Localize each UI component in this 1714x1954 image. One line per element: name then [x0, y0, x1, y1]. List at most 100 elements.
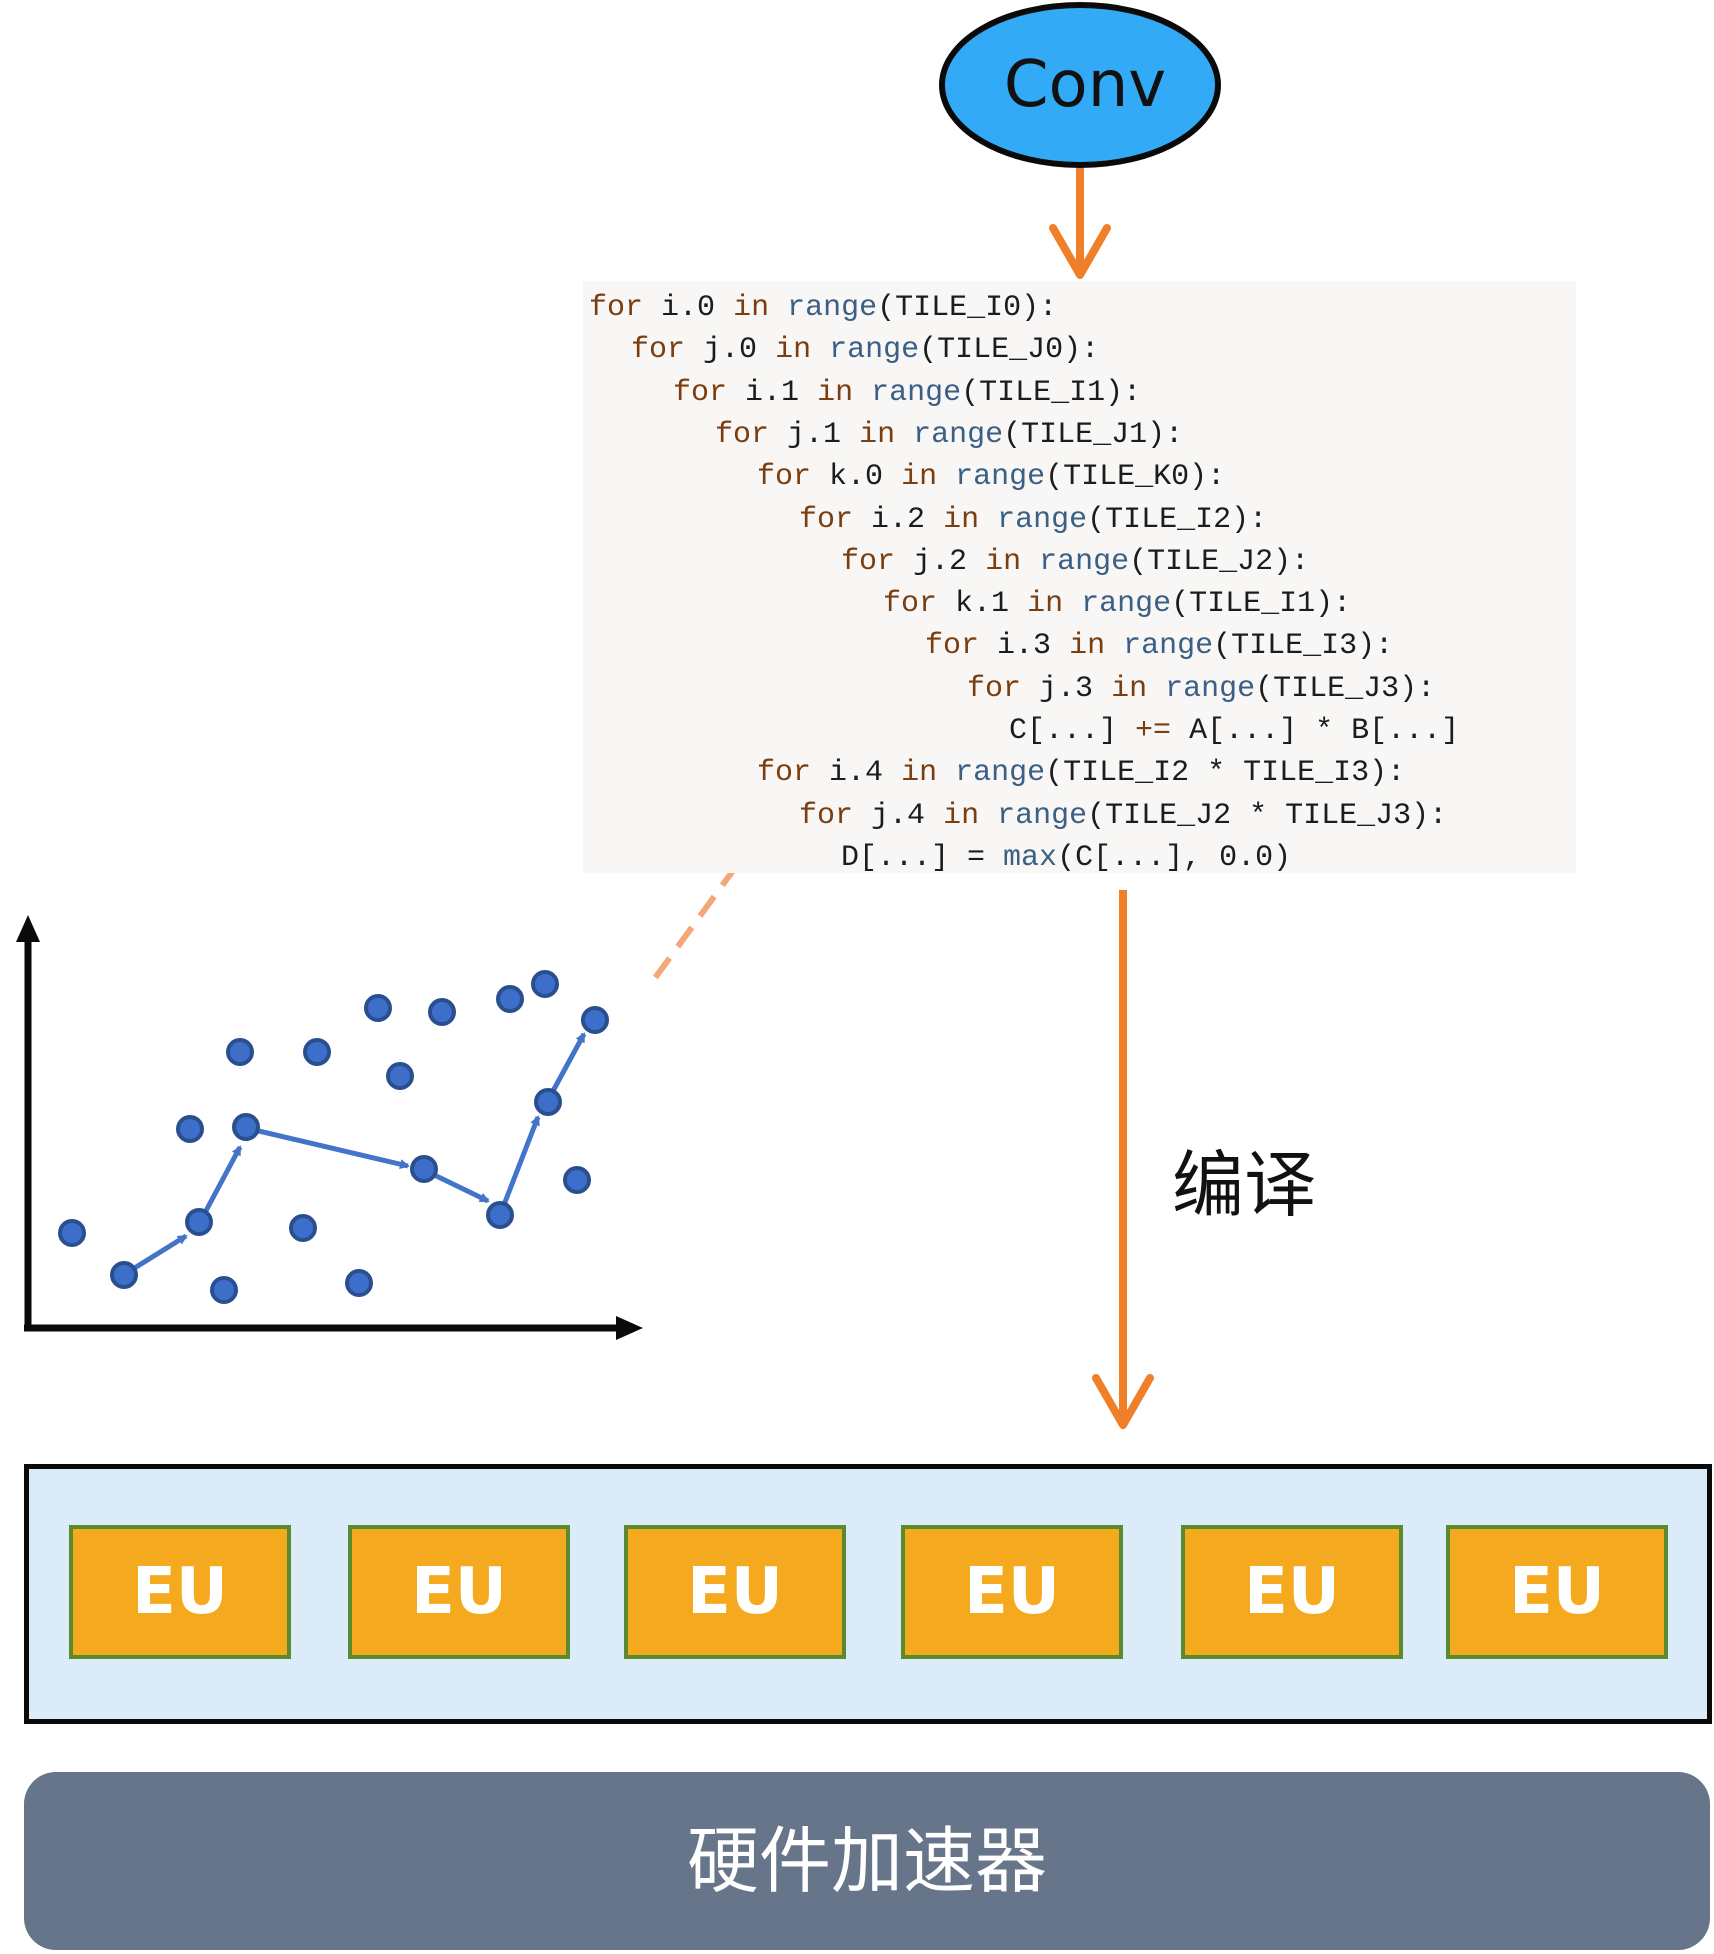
search-path	[123, 1032, 587, 1277]
sample-point	[531, 970, 559, 998]
code-token: for	[757, 756, 812, 791]
code-token: j.0	[703, 333, 758, 368]
code-token: (TILE_K0):	[1045, 460, 1226, 495]
code-token: j.3	[1039, 671, 1094, 706]
code-line: D[...] = max(C[...], 0.0)	[841, 837, 1291, 879]
code-token: in	[985, 544, 1022, 579]
code-line: for k.0 in range(TILE_K0):	[757, 456, 1225, 498]
code-token: in	[901, 460, 938, 495]
code-token: (C[...], 0.0)	[1057, 840, 1292, 875]
code-token: D[...] =	[841, 840, 986, 875]
code-token: for	[799, 798, 854, 833]
code-line: for i.3 in range(TILE_I3):	[925, 625, 1393, 667]
code-line: for k.1 in range(TILE_I1):	[883, 583, 1351, 625]
eu-unit: EU	[348, 1525, 570, 1659]
sample-point	[185, 1208, 213, 1236]
sample-point	[58, 1219, 86, 1247]
code-token: range	[1123, 629, 1214, 664]
code-token: j.2	[913, 544, 968, 579]
code-token: range	[913, 417, 1004, 452]
eu-unit: EU	[69, 1525, 291, 1659]
code-token: for	[715, 417, 770, 452]
code-token: k.1	[955, 587, 1010, 622]
code-token: in	[1069, 629, 1106, 664]
code-token: for	[883, 587, 938, 622]
code-token: max	[1003, 840, 1058, 875]
code-token: range	[787, 291, 878, 325]
code-token: range	[1081, 587, 1172, 622]
conv-node	[939, 2, 1221, 168]
eu-unit: EU	[624, 1525, 846, 1659]
code-token: A[...] * B[...]	[1189, 714, 1460, 748]
code-token: i.3	[997, 629, 1052, 664]
code-token: (TILE_J3):	[1255, 671, 1436, 706]
code-token: for	[589, 291, 644, 325]
sample-point	[226, 1038, 254, 1066]
code-token: for	[757, 460, 812, 495]
eu-unit: EU	[901, 1525, 1123, 1659]
arrow-conv-to-code	[1049, 168, 1111, 279]
code-token: in	[817, 375, 854, 410]
code-line: for i.0 in range(TILE_I0):	[589, 287, 1057, 329]
code-token: for	[967, 671, 1022, 706]
code-token: i.0	[661, 291, 716, 325]
code-token: (TILE_I3):	[1213, 629, 1394, 664]
sample-point	[496, 985, 524, 1013]
sample-point	[534, 1088, 562, 1116]
eu-unit: EU	[1446, 1525, 1668, 1659]
code-token: i.4	[829, 756, 884, 791]
code-token: in	[733, 291, 770, 325]
code-token: in	[901, 756, 938, 791]
sample-point	[581, 1006, 609, 1034]
sample-point	[232, 1113, 260, 1141]
code-token: (TILE_I0):	[877, 291, 1058, 325]
code-token: for	[673, 375, 728, 410]
code-token: +=	[1135, 714, 1172, 748]
code-line: for i.4 in range(TILE_I2 * TILE_I3):	[757, 752, 1405, 794]
conv-label: Conv	[1003, 48, 1167, 122]
plot-axes	[16, 915, 643, 1340]
code-line: for j.2 in range(TILE_J2):	[841, 541, 1309, 583]
code-token: (TILE_I1):	[1171, 587, 1352, 622]
sample-point	[386, 1062, 414, 1090]
code-token: range	[1165, 671, 1256, 706]
sample-point	[486, 1201, 514, 1229]
code-token: for	[925, 629, 980, 664]
code-token: k.0	[829, 460, 884, 495]
code-token: range	[955, 460, 1046, 495]
path-segment	[197, 1145, 243, 1224]
sample-point	[289, 1214, 317, 1242]
code-block: for i.0 in range(TILE_I0):for j.0 in ran…	[583, 281, 1576, 875]
code-line: for j.1 in range(TILE_J1):	[715, 414, 1183, 456]
code-token: in	[1111, 671, 1148, 706]
code-token: in	[1027, 587, 1064, 622]
code-line: for i.2 in range(TILE_I2):	[799, 499, 1267, 541]
code-line: for i.1 in range(TILE_I1):	[673, 372, 1141, 414]
code-token: (TILE_I1):	[961, 375, 1142, 410]
code-line: C[...] += A[...] * B[...]	[1009, 710, 1459, 752]
sample-point	[410, 1155, 438, 1183]
code-token: range	[997, 502, 1088, 537]
code-token: in	[775, 333, 812, 368]
code-line: for j.3 in range(TILE_J3):	[967, 668, 1435, 710]
code-token: for	[631, 333, 686, 368]
code-token: in	[943, 502, 980, 537]
hardware-accelerator: 硬件加速器	[24, 1772, 1710, 1950]
code-token: (TILE_J2):	[1129, 544, 1310, 579]
sample-point	[176, 1115, 204, 1143]
sample-point	[210, 1276, 238, 1304]
code-token: range	[1039, 544, 1130, 579]
code-token: j.4	[871, 798, 926, 833]
code-token: C[...]	[1009, 714, 1118, 748]
code-token: in	[859, 417, 896, 452]
code-token: (TILE_J2 * TILE_J3):	[1087, 798, 1448, 833]
code-line: for j.4 in range(TILE_J2 * TILE_J3):	[799, 795, 1447, 837]
compile-arrow	[1092, 890, 1154, 1429]
sample-points	[58, 970, 609, 1304]
code-token: j.1	[787, 417, 842, 452]
code-token: (TILE_J1):	[1003, 417, 1184, 452]
path-segment	[497, 1115, 541, 1216]
sample-point	[303, 1038, 331, 1066]
code-token: (TILE_J0):	[919, 333, 1100, 368]
